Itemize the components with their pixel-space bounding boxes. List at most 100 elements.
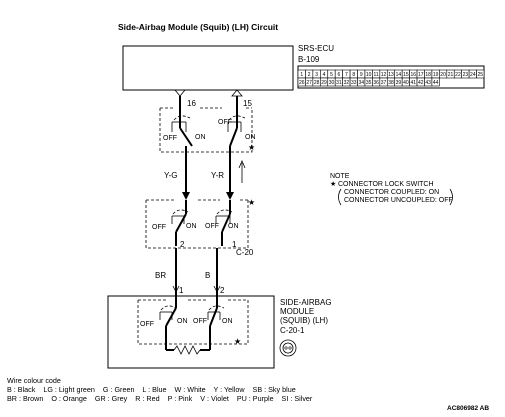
wire-y-g bbox=[179, 96, 193, 200]
ecu-pin-number: 4 bbox=[323, 72, 326, 78]
ecu-switch-star: ★ bbox=[248, 143, 255, 152]
ecu-pin-cell bbox=[431, 77, 440, 87]
ecu-pin-number: 9 bbox=[360, 72, 363, 78]
module-name-line-3: (SQUIB) (LH) bbox=[280, 316, 328, 325]
current-direction-arrow bbox=[238, 159, 246, 183]
srs-ecu-box bbox=[122, 45, 294, 91]
ecu-pin-number: 14 bbox=[396, 72, 402, 78]
ecu-pin-number: 15 bbox=[403, 72, 409, 78]
wire-color-br: BR bbox=[155, 271, 166, 280]
note-line-2: CONNECTOR COUPLED: ON bbox=[344, 189, 439, 196]
ecu-pin-number: 35 bbox=[366, 80, 372, 86]
note-star: ★ bbox=[330, 180, 336, 188]
ecu-pin-number: 26 bbox=[299, 80, 305, 86]
ecu-pin-number: 31 bbox=[336, 80, 342, 86]
note-title: NOTE bbox=[330, 173, 350, 180]
ecu-pin-number: 5 bbox=[330, 72, 333, 78]
mid-connector-id: C-20 bbox=[236, 248, 254, 257]
wire-y-r bbox=[226, 96, 238, 200]
ecu-pin-number: 8 bbox=[352, 72, 355, 78]
wire-br bbox=[172, 248, 180, 296]
note-line-3: CONNECTOR UNCOUPLED: OFF bbox=[344, 197, 453, 204]
ecu-pin-number: 39 bbox=[396, 80, 402, 86]
ecu-pin-number: 36 bbox=[373, 80, 379, 86]
mid-switch-on-right: ON bbox=[228, 223, 239, 230]
ecu-pin-number: 29 bbox=[321, 80, 327, 86]
mid-connector-c-20: OFF ON OFF ON ★ 2 1 C-20 bbox=[145, 198, 255, 257]
legend-row-2: BR : Brown O : Orange GR : Grey R : Red … bbox=[7, 394, 313, 403]
ecu-pin-number: 22 bbox=[455, 72, 461, 78]
ecu-pin-number: 34 bbox=[358, 80, 364, 86]
ecu-pin-number: 7 bbox=[345, 72, 348, 78]
ecu-pin-number: 27 bbox=[306, 80, 312, 86]
note-block: NOTE ★ CONNECTOR LOCK SWITCH CONNECTOR C… bbox=[330, 173, 453, 206]
wire-color-y-r: Y-R bbox=[211, 171, 224, 180]
module-switch-star: ★ bbox=[234, 337, 241, 346]
srs-ecu-label: SRS-ECU bbox=[298, 44, 334, 53]
terminal-15-arrow bbox=[231, 89, 243, 97]
figure-id: AC806982 AB bbox=[447, 405, 489, 412]
ecu-pin-number: 30 bbox=[329, 80, 335, 86]
module-pin-2: 2 bbox=[220, 286, 225, 295]
ecu-pin-number: 12 bbox=[381, 72, 387, 78]
ecu-pin-number: 11 bbox=[374, 72, 379, 78]
ecu-pin-number: 16 bbox=[411, 72, 417, 78]
ecu-pin-cell bbox=[476, 69, 485, 79]
ecu-pin-number: 44 bbox=[433, 80, 439, 86]
legend-row-1: B : Black LG : Light green G : Green L :… bbox=[7, 385, 296, 394]
diagram-title: Side-Airbag Module (Squib) (LH) Circuit bbox=[118, 22, 278, 32]
ecu-pin-number: 32 bbox=[344, 80, 350, 86]
ecu-pin-number: 24 bbox=[470, 72, 476, 78]
module-connector-id: C-20-1 bbox=[280, 326, 305, 335]
ecu-pin-number: 19 bbox=[433, 72, 439, 78]
module-name-line-1: SIDE-AIRBAG bbox=[280, 298, 332, 307]
ecu-pin-number: 20 bbox=[440, 72, 446, 78]
ecu-pin-number: 2 bbox=[308, 72, 311, 78]
ecu-pin-number: 21 bbox=[448, 72, 454, 78]
ecu-pin-number: 23 bbox=[463, 72, 469, 78]
ecu-switch-on-left: ON bbox=[195, 134, 206, 141]
module-pin-1: 1 bbox=[179, 286, 184, 295]
ecu-switch-off-left: OFF bbox=[163, 135, 177, 142]
module-connector-pictogram bbox=[279, 339, 297, 357]
module-switch-off-left: OFF bbox=[140, 321, 154, 328]
mid-switch-off-right: OFF bbox=[205, 223, 219, 230]
ecu-pin-number: 17 bbox=[418, 72, 424, 78]
ecu-pin-number: 38 bbox=[388, 80, 394, 86]
ecu-pin-number: 28 bbox=[314, 80, 320, 86]
srs-ecu-connector-id: B-109 bbox=[298, 55, 320, 64]
wire-b bbox=[213, 248, 221, 296]
ecu-pin-number: 40 bbox=[403, 80, 409, 86]
legend-title: Wire colour code bbox=[7, 376, 61, 385]
ecu-switch-off-right: OFF bbox=[218, 119, 232, 126]
ecu-pin-number: 10 bbox=[366, 72, 372, 78]
terminal-16-arrow bbox=[174, 89, 186, 97]
terminal-16-label: 16 bbox=[187, 99, 196, 108]
module-switch-on-left: ON bbox=[177, 318, 188, 325]
mid-pin-2: 2 bbox=[180, 240, 185, 249]
module-switch-on-right: ON bbox=[222, 318, 233, 325]
note-line-1: CONNECTOR LOCK SWITCH bbox=[338, 181, 434, 188]
ecu-pin-number: 3 bbox=[315, 72, 318, 78]
wire-color-y-g: Y-G bbox=[164, 171, 178, 180]
ecu-pin-number: 1 bbox=[300, 72, 303, 78]
ecu-pin-number: 13 bbox=[388, 72, 394, 78]
terminal-15-label: 15 bbox=[243, 99, 252, 108]
ecu-pin-number: 42 bbox=[418, 80, 424, 86]
ecu-lock-switch: OFF ON OFF ON ★ bbox=[159, 107, 256, 153]
ecu-pin-number: 37 bbox=[381, 80, 387, 86]
ecu-pin-number: 18 bbox=[425, 72, 431, 78]
side-airbag-module-box bbox=[107, 295, 275, 369]
mid-switch-off-left: OFF bbox=[152, 224, 166, 231]
ecu-pin-number: 6 bbox=[338, 72, 341, 78]
module-lock-switch: OFF ON OFF ON ★ bbox=[137, 296, 249, 350]
wire-color-b: B bbox=[205, 271, 210, 280]
ecu-switch-on-right: ON bbox=[245, 134, 256, 141]
ecu-pin-number: 41 bbox=[411, 80, 417, 86]
mid-switch-on-left: ON bbox=[186, 223, 197, 230]
module-name-line-2: MODULE bbox=[280, 307, 314, 316]
squib-resistor bbox=[166, 345, 210, 355]
mid-switch-star: ★ bbox=[248, 198, 255, 207]
ecu-pin-number: 33 bbox=[351, 80, 357, 86]
